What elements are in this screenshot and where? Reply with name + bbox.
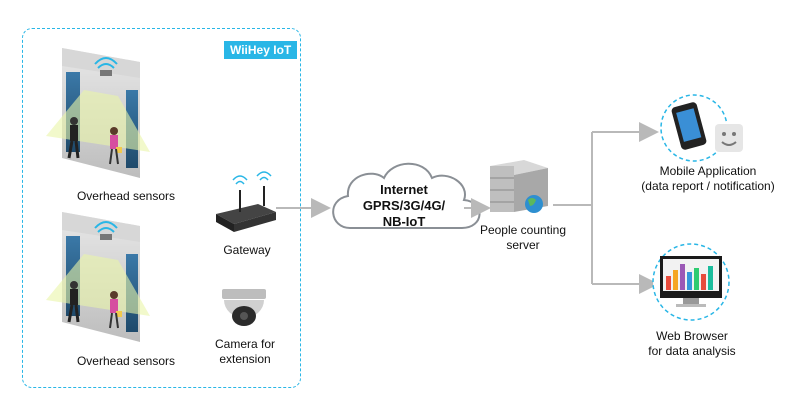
sensor-bottom-label: Overhead sensors — [76, 354, 176, 368]
cloud-line1: Internet — [380, 182, 428, 197]
camera-label-line2: extension — [219, 352, 271, 366]
sensor-top-label: Overhead sensors — [76, 189, 176, 203]
gateway-icon — [216, 171, 276, 232]
mobile-line2: (data report / notification) — [641, 179, 775, 193]
server-icon — [490, 160, 548, 213]
smartphone-icon — [660, 94, 743, 162]
iot-badge: WiiHey IoT — [224, 41, 298, 59]
server-label: People counting server — [468, 223, 578, 253]
web-label: Web Browser for data analysis — [632, 329, 752, 359]
monitor-icon — [652, 243, 730, 321]
cloud-label: Internet GPRS/3G/4G/ NB-IoT — [362, 182, 446, 230]
web-line1: Web Browser — [656, 329, 728, 343]
mobile-label: Mobile Application (data report / notifi… — [628, 164, 788, 194]
cloud-line2: GPRS/3G/4G/ — [362, 198, 446, 213]
gateway-label: Gateway — [223, 243, 271, 257]
branch-connector — [553, 122, 659, 294]
mobile-line1: Mobile Application — [659, 164, 757, 178]
door-sensor-icon — [46, 212, 150, 342]
camera-label-line1: Camera for — [214, 337, 276, 351]
camera-icon — [222, 289, 266, 326]
door-sensor-icon — [46, 48, 150, 178]
cloud-line3: NB-IoT — [382, 214, 426, 229]
server-line2: server — [506, 238, 540, 252]
web-line2: for data analysis — [648, 344, 736, 358]
camera-label: Camera for extension — [205, 337, 285, 367]
server-line1: People counting — [479, 223, 567, 237]
